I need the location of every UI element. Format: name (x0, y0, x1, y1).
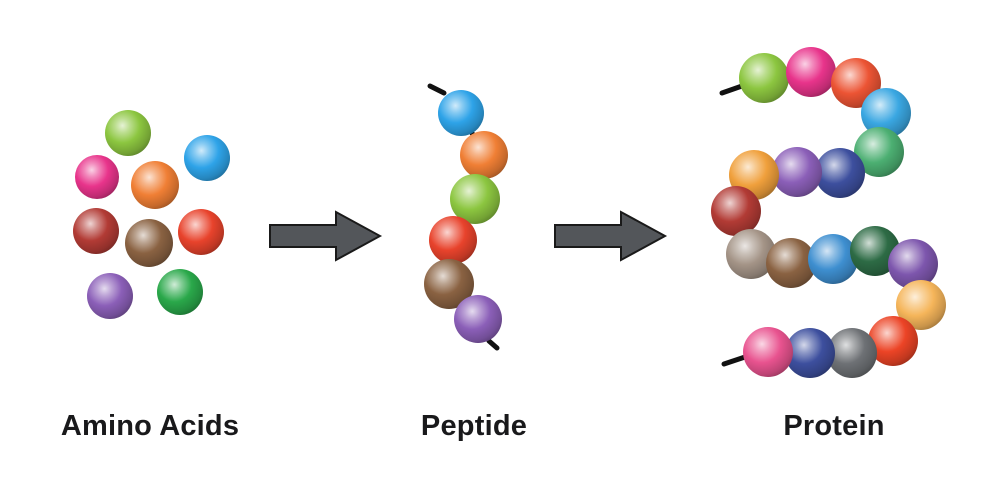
protein-residue-pro-06-navy (815, 148, 865, 198)
peptide-residue-pep-2-orange (460, 131, 508, 179)
protein-residue-pro-01-green (739, 53, 789, 103)
protein-residue-pro-11-brown (766, 238, 816, 288)
amino-acid-aa-sky-blue (184, 135, 230, 181)
protein-residue-pro-09-dark-red (711, 186, 761, 236)
peptide-residue-pep-3-green (450, 174, 500, 224)
amino-acid-aa-magenta (75, 155, 119, 199)
arrow-peptide-to-protein (554, 210, 668, 262)
peptide-bond (721, 354, 748, 367)
stage-label-amino-acids: Amino Acids (60, 410, 240, 442)
peptide-bond (427, 83, 447, 96)
peptide-residue-pep-6-purple (454, 295, 502, 343)
amino-acid-aa-orange (131, 161, 179, 209)
stage-label-peptide: Peptide (420, 410, 528, 442)
protein-residue-pro-07-purple (772, 147, 822, 197)
peptide-bond (486, 338, 500, 351)
protein-residue-pro-10-taupe (726, 229, 776, 279)
arrow-amino-acids-to-peptide (269, 210, 383, 262)
amino-acid-aa-green (105, 110, 151, 156)
peptide-residue-pep-1-blue (438, 90, 484, 136)
amino-acid-aa-purple (87, 273, 133, 319)
amino-acid-aa-red (178, 209, 224, 255)
protein-residue-pro-12-blue (808, 234, 858, 284)
peptide-residue-pep-5-brown (424, 259, 474, 309)
protein-residue-pro-18-navy2 (785, 328, 835, 378)
amino-acid-aa-dark-red (73, 208, 119, 254)
protein-residue-pro-13-forest (850, 226, 900, 276)
peptide-residue-pep-4-red (429, 216, 477, 264)
amino-acid-aa-green-dark (157, 269, 203, 315)
protein-residue-pro-19-pink2 (743, 327, 793, 377)
protein-residue-pro-02-pink (786, 47, 836, 97)
protein-residue-pro-04-sky-blue (861, 88, 911, 138)
protein-residue-pro-05-green-mid (854, 127, 904, 177)
amino-acid-spheres (73, 110, 230, 319)
peptide-spheres (424, 90, 508, 343)
protein-residue-pro-14-purple2 (888, 239, 938, 289)
peptide-bond (719, 83, 745, 96)
stage-label-protein: Protein (783, 410, 885, 442)
protein-spheres (711, 47, 946, 378)
amino-acid-aa-brown (125, 219, 173, 267)
protein-residue-pro-15-gold (896, 280, 946, 330)
protein-residue-pro-16-red2 (868, 316, 918, 366)
process-arrows (269, 210, 668, 262)
protein-residue-pro-17-gray (827, 328, 877, 378)
